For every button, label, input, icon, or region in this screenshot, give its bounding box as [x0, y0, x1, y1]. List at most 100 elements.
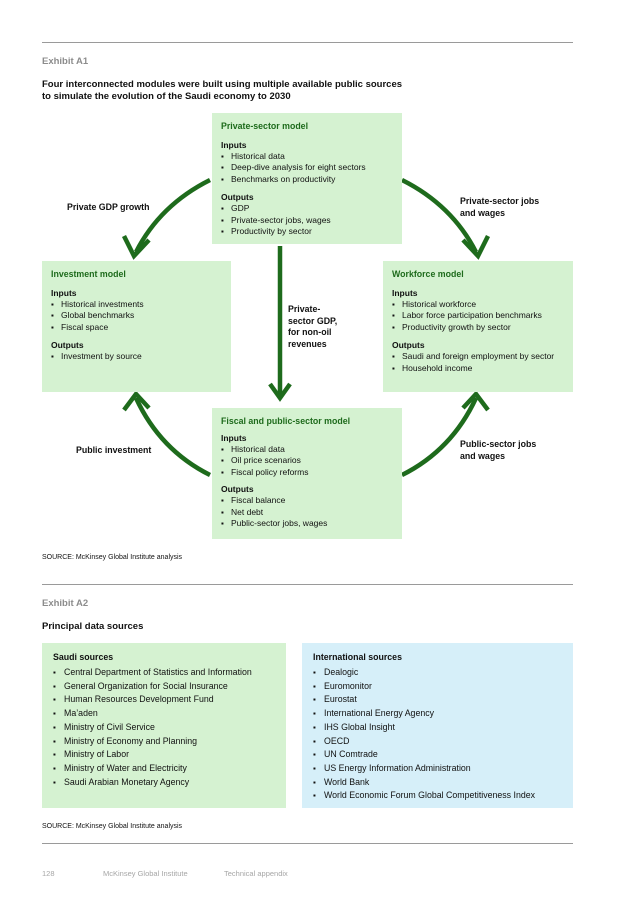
list-item: Productivity growth by sector — [392, 322, 564, 334]
workforce-inputs-label: Inputs — [392, 288, 418, 298]
list-item: Ministry of Labor — [53, 748, 276, 762]
list-item: Dealogic — [313, 666, 563, 680]
list-item: Euromonitor — [313, 680, 563, 694]
fiscal-model-title: Fiscal and public-sector model — [221, 416, 351, 426]
label-line: Private- — [288, 304, 321, 314]
list-item: Human Resources Development Fund — [53, 693, 276, 707]
workforce-model-title: Workforce model — [392, 269, 464, 279]
investment-inputs-list: Historical investments Global benchmarks… — [51, 299, 222, 334]
top-rule — [42, 42, 573, 43]
list-item: Historical investments — [51, 299, 222, 311]
list-item: OECD — [313, 735, 563, 749]
arrow-fiscal-to-investment — [133, 397, 212, 478]
label-public-sector-jobs: Public-sector jobs and wages — [460, 439, 536, 462]
list-item: Ministry of Civil Service — [53, 721, 276, 735]
arrowhead-investment — [121, 234, 151, 260]
list-item: Global benchmarks — [51, 310, 222, 322]
list-item: Public-sector jobs, wages — [221, 518, 393, 530]
list-item: Fiscal policy reforms — [221, 467, 393, 479]
arrowhead-investment-up — [122, 390, 151, 412]
international-sources-box: International sources Dealogic Euromonit… — [302, 643, 573, 808]
list-item: GDP — [221, 203, 393, 215]
list-item: Investment by source — [51, 351, 222, 363]
exhibit-a1-source: SOURCE: McKinsey Global Institute analys… — [42, 554, 183, 561]
workforce-outputs-label: Outputs — [392, 340, 425, 351]
investment-inputs-label: Inputs — [51, 288, 77, 298]
international-sources-list: Dealogic Euromonitor Eurostat Internatio… — [313, 666, 563, 803]
exhibit-a1-title: Four interconnected modules were built u… — [42, 79, 402, 103]
list-item: Oil price scenarios — [221, 455, 393, 467]
fiscal-inputs-label: Inputs — [221, 433, 247, 443]
arrow-private-to-workforce — [400, 177, 479, 254]
list-item: Saudi and foreign employment by sector — [392, 351, 564, 363]
workforce-model-box: Workforce model Inputs Historical workfo… — [383, 261, 573, 392]
bottom-rule — [42, 843, 573, 844]
label-line: for non-oil — [288, 327, 332, 337]
exhibit-a1-title-line2: to simulate the evolution of the Saudi e… — [42, 91, 291, 102]
label-private-sector-jobs: Private-sector jobs and wages — [460, 196, 539, 219]
list-item: World Economic Forum Global Competitiven… — [313, 789, 563, 803]
exhibit-a1-title-line1: Four interconnected modules were built u… — [42, 79, 403, 90]
workforce-outputs-list: Saudi and foreign employment by sector H… — [392, 351, 564, 374]
list-item: Historical data — [221, 444, 393, 456]
list-item: International Energy Agency — [313, 707, 563, 721]
exhibit-a2-title: Principal data sources — [42, 621, 144, 632]
middle-rule — [42, 584, 573, 585]
workforce-inputs-list: Historical workforce Labor force partici… — [392, 299, 564, 334]
arrow-fiscal-to-workforce — [400, 397, 479, 478]
label-private-sector-gdp: Private- sector GDP, for non-oil revenue… — [288, 304, 337, 350]
fiscal-outputs-list: Fiscal balance Net debt Public-sector jo… — [221, 495, 393, 530]
private-sector-model-title: Private-sector model — [221, 121, 309, 131]
saudi-sources-list: Central Department of Statistics and Inf… — [53, 666, 276, 789]
list-item: Saudi Arabian Monetary Agency — [53, 776, 276, 790]
list-item: UN Comtrade — [313, 748, 563, 762]
label-private-gdp-growth: Private GDP growth — [67, 202, 150, 212]
saudi-sources-title: Saudi sources — [53, 652, 114, 662]
list-item: Historical workforce — [392, 299, 564, 311]
list-item: IHS Global Insight — [313, 721, 563, 735]
private-outputs-list: GDP Private-sector jobs, wages Productiv… — [221, 203, 393, 238]
footer-publisher: McKinsey Global Institute — [103, 869, 188, 878]
arrowhead-fiscal — [268, 382, 292, 402]
list-item: Deep-dive analysis for eight sectors — [221, 162, 393, 174]
page-number: 128 — [42, 869, 55, 878]
list-item: Fiscal space — [51, 322, 222, 334]
fiscal-public-sector-model-box: Fiscal and public-sector model Inputs Hi… — [212, 408, 402, 539]
list-item: Ministry of Economy and Planning — [53, 735, 276, 749]
private-sector-model-box: Private-sector model Inputs Historical d… — [212, 113, 402, 244]
footer-section: Technical appendix — [224, 869, 288, 878]
arrowhead-workforce-up — [461, 390, 490, 412]
label-line: Public-sector jobs — [460, 439, 537, 449]
list-item: Net debt — [221, 507, 393, 519]
list-item: Benchmarks on productivity — [221, 174, 393, 186]
list-item: Private-sector jobs, wages — [221, 215, 393, 227]
fiscal-outputs-label: Outputs — [221, 484, 254, 495]
investment-model-box: Investment model Inputs Historical inves… — [42, 261, 231, 392]
list-item: Ministry of Water and Electricity — [53, 762, 276, 776]
label-line: and wages — [460, 450, 505, 461]
list-item: Historical data — [221, 151, 393, 163]
investment-outputs-list: Investment by source — [51, 351, 222, 363]
exhibit-a2-label: Exhibit A2 — [42, 598, 89, 609]
exhibit-a2-source: SOURCE: McKinsey Global Institute analys… — [42, 823, 183, 830]
label-line: revenues — [288, 338, 327, 349]
private-outputs-label: Outputs — [221, 192, 254, 203]
list-item: US Energy Information Administration — [313, 762, 563, 776]
label-line: Private-sector jobs — [460, 196, 540, 206]
exhibit-a1-label: Exhibit A1 — [42, 56, 89, 67]
international-sources-title: International sources — [313, 652, 402, 662]
arrow-private-to-investment — [133, 177, 212, 254]
investment-outputs-label: Outputs — [51, 340, 84, 351]
private-inputs-list: Historical data Deep-dive analysis for e… — [221, 151, 393, 186]
list-item: World Bank — [313, 776, 563, 790]
list-item: Household income — [392, 363, 564, 375]
label-line: and wages — [460, 207, 505, 218]
label-public-investment: Public investment — [76, 445, 152, 455]
investment-model-title: Investment model — [51, 269, 126, 279]
list-item: Productivity by sector — [221, 226, 393, 238]
list-item: Labor force participation benchmarks — [392, 310, 564, 322]
list-item: Ma’aden — [53, 707, 276, 721]
fiscal-inputs-list: Historical data Oil price scenarios Fisc… — [221, 444, 393, 479]
saudi-sources-box: Saudi sources Central Department of Stat… — [42, 643, 286, 808]
